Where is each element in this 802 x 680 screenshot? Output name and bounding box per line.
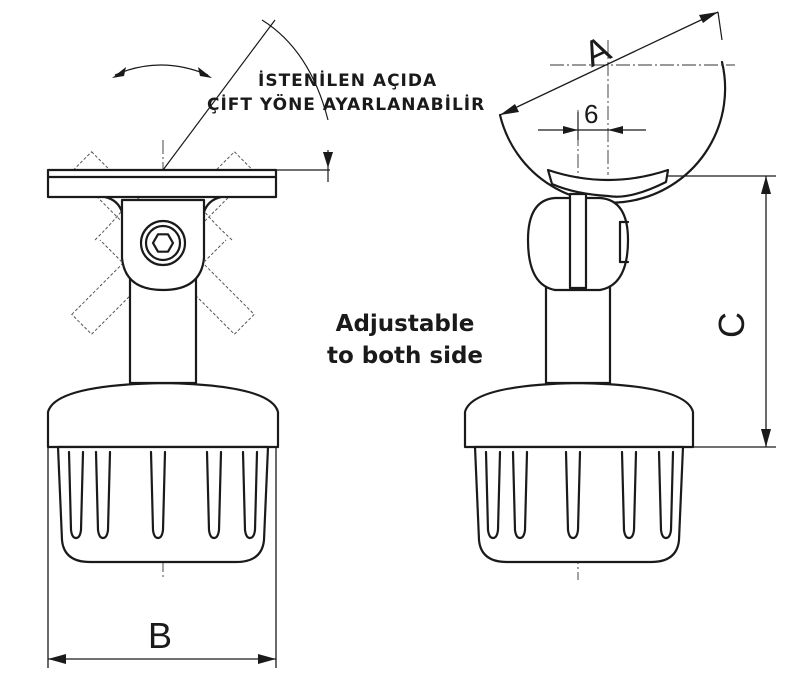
base-cap-right [463, 381, 695, 449]
dimension-a-line [499, 11, 719, 116]
tilt-axis-line [162, 19, 276, 171]
saddle-arc-right [498, 60, 727, 204]
dimension-6-label: 6 [584, 99, 598, 129]
caption-line-2: to both side [326, 343, 484, 369]
hex-socket-icon [151, 233, 175, 253]
slot-right [568, 192, 588, 290]
caption-line-1: Adjustable [335, 311, 475, 337]
bolt-head-left [139, 219, 187, 267]
dimension-c-label: C [711, 312, 752, 338]
annotation-line-1: İSTENİLEN AÇIDA [258, 69, 437, 91]
insert-fins-left [67, 450, 259, 540]
dimension-a-label: A [577, 27, 616, 74]
saddle-shoe-right [546, 168, 670, 198]
left-view: B [46, 19, 333, 668]
base-cap-left [46, 381, 280, 449]
annotation-line-2: ÇİFT YÖNE AYARLANABİLİR [207, 93, 485, 115]
insert-fins-right [484, 450, 675, 540]
right-view: A 6 C [463, 11, 776, 580]
caption: Adjustable to both side [300, 308, 510, 372]
rotation-arc [114, 64, 209, 76]
dimension-b-label: B [148, 615, 172, 656]
saddle-plate-left [46, 168, 278, 199]
